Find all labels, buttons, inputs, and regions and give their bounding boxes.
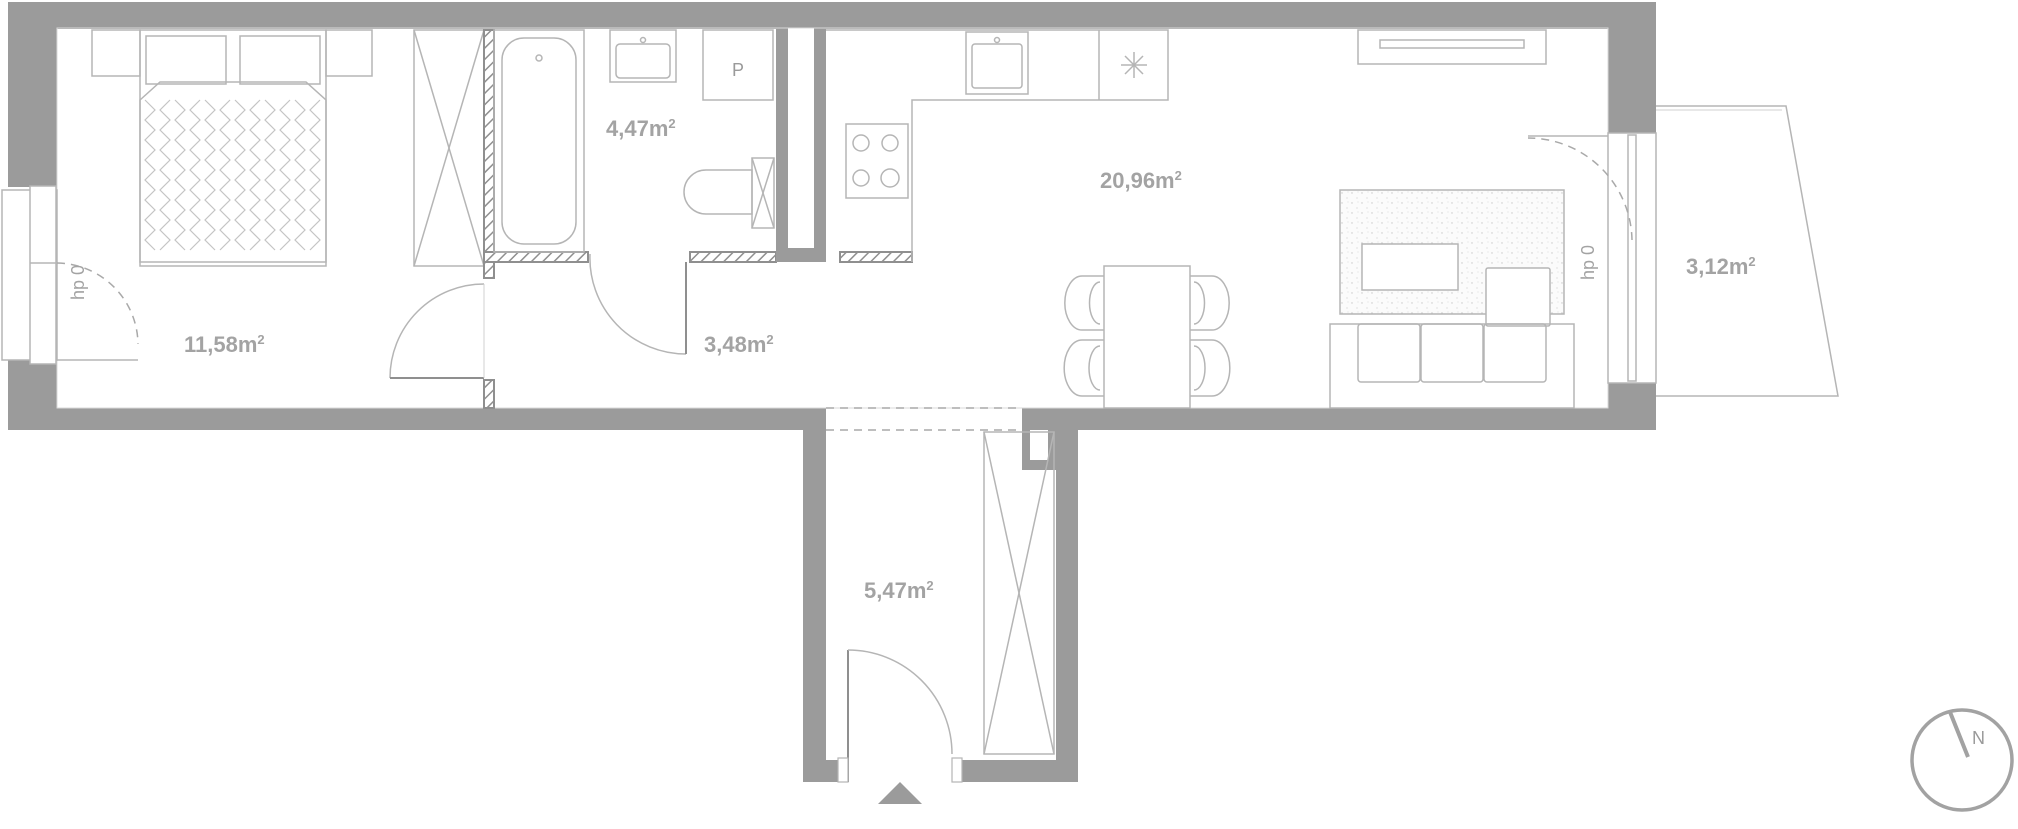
area-bathroom: 4,47m xyxy=(606,116,668,141)
area-living: 20,96m xyxy=(1100,168,1175,193)
bedroom-door xyxy=(389,283,485,379)
compass-icon: N xyxy=(1910,708,2014,812)
outer-walls xyxy=(8,2,1656,782)
entrance-opening xyxy=(826,407,1022,431)
washer-label: P xyxy=(732,60,744,80)
entrance-hall: 5,47m2 xyxy=(837,431,1055,783)
compass-label: N xyxy=(1972,728,1985,748)
svg-text:4,47m2: 4,47m2 xyxy=(606,116,676,141)
entrance-arrow-icon xyxy=(878,782,922,804)
balcony-door: hp 0 xyxy=(1527,132,1657,384)
balcony: 3,12m2 xyxy=(1656,105,1839,397)
area-balcony: 3,12m xyxy=(1686,254,1748,279)
living-room: 20,96m2 xyxy=(1063,29,1575,409)
bathroom: P 4,47m2 xyxy=(493,29,775,253)
area-living-sup: 2 xyxy=(1175,168,1182,183)
bathroom-door xyxy=(589,253,687,355)
window-left: hp 0 xyxy=(1,185,139,365)
window-label-right: hp 0 xyxy=(1578,245,1598,280)
duvet-pattern xyxy=(144,99,321,251)
svg-text:20,96m2: 20,96m2 xyxy=(1100,168,1182,193)
area-bedroom-sup: 2 xyxy=(257,332,264,347)
kitchen xyxy=(826,29,1169,262)
partition-walls xyxy=(483,29,913,409)
area-bedroom: 11,58m xyxy=(184,332,257,357)
area-balcony-sup: 2 xyxy=(1748,254,1755,269)
svg-text:5,47m2: 5,47m2 xyxy=(864,578,934,603)
svg-text:3,12m2: 3,12m2 xyxy=(1686,254,1756,279)
svg-text:11,58m2: 11,58m2 xyxy=(184,332,265,357)
fridge-icon xyxy=(1121,52,1147,78)
window-label-left: hp 0 xyxy=(68,265,88,300)
bedroom-furniture: 11,58m2 xyxy=(91,29,485,357)
area-entrance: 5,47m xyxy=(864,578,926,603)
area-entrance-sup: 2 xyxy=(926,578,933,593)
area-hall: 3,48m xyxy=(704,332,766,357)
svg-text:3,48m2: 3,48m2 xyxy=(704,332,774,357)
area-hall-sup: 2 xyxy=(766,332,773,347)
dining-chairs xyxy=(1063,275,1231,397)
area-bathroom-sup: 2 xyxy=(668,116,675,131)
